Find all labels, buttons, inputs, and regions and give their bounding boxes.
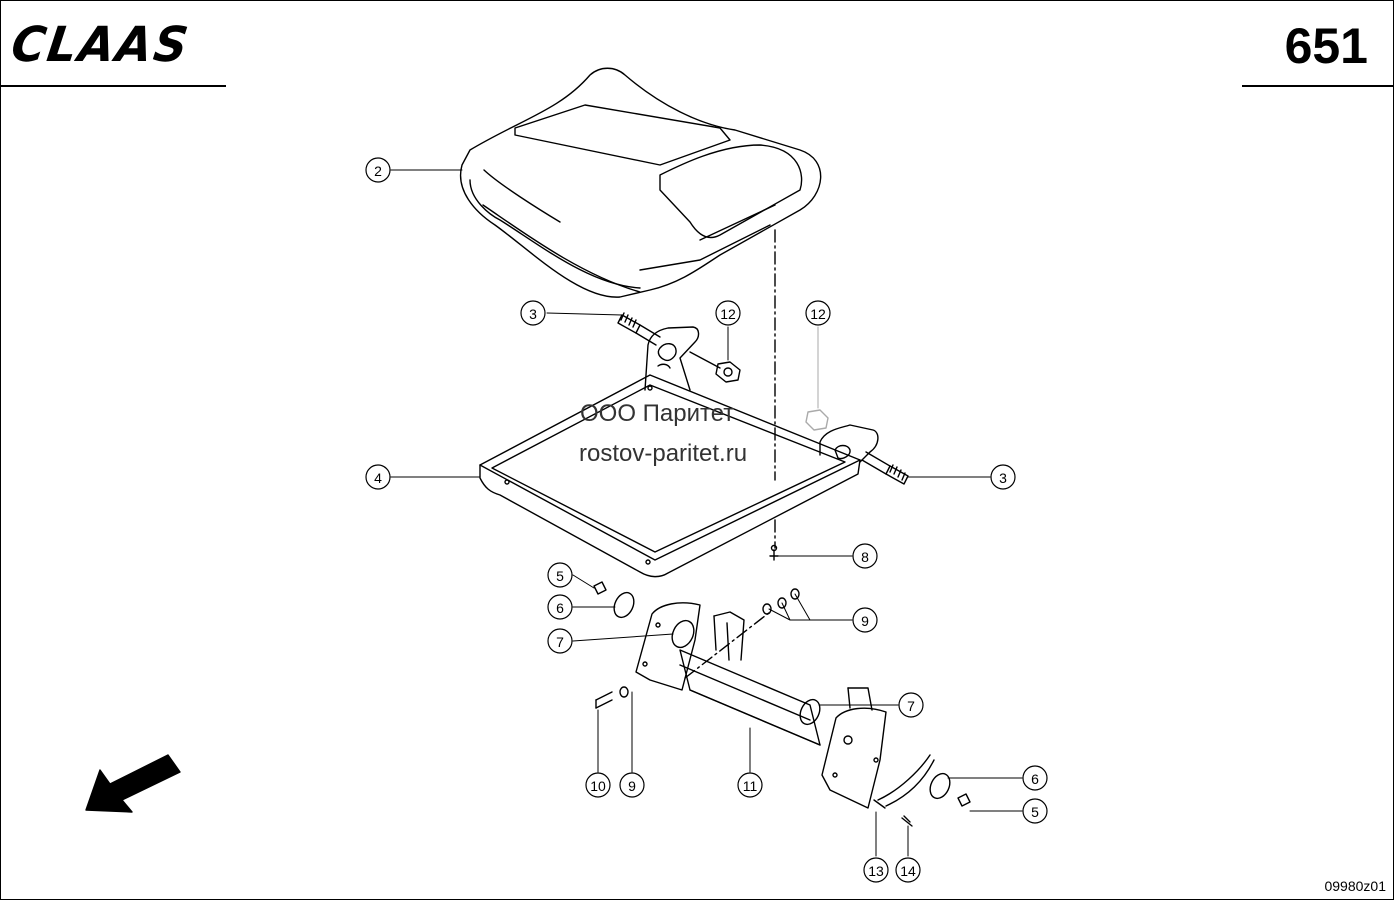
callout-circle-9a <box>852 607 878 633</box>
callout-label-10: 10 <box>590 778 606 794</box>
callout-label-4: 4 <box>374 470 382 486</box>
callout-label-6a: 6 <box>556 600 564 616</box>
nut-left <box>689 351 741 383</box>
screw <box>769 544 779 561</box>
base-bracket-right <box>821 687 887 809</box>
callout-circle-2 <box>365 157 391 183</box>
leader-lines <box>390 169 1023 857</box>
callout-label-13: 13 <box>868 863 884 879</box>
callout-circle-6a <box>547 594 573 620</box>
direction-arrow <box>85 754 181 813</box>
callout-circle-12a <box>715 300 741 326</box>
spring <box>901 815 913 827</box>
callout-label-5b: 5 <box>1031 804 1039 820</box>
seat-cushion <box>459 67 822 298</box>
screw-5-left <box>593 581 607 595</box>
bolt-10 <box>595 691 613 709</box>
lever <box>873 754 935 809</box>
callout-label-7b: 7 <box>907 698 915 714</box>
bushing-left <box>671 619 695 649</box>
callout-circle-10 <box>585 772 611 798</box>
callout-circle-9b <box>619 772 645 798</box>
bushing-right <box>799 698 821 726</box>
callout-label-3b: 3 <box>999 470 1007 486</box>
base-tube <box>679 649 821 746</box>
callout-circle-7b <box>898 692 924 718</box>
callout-label-12a: 12 <box>720 306 736 322</box>
callout-labels: 2 3 12 12 4 3 8 5 6 7 9 7 10 9 11 6 5 13… <box>374 163 1039 879</box>
callout-label-9a: 9 <box>861 613 869 629</box>
callout-label-2: 2 <box>374 163 382 179</box>
slide-bracket-left <box>644 326 700 391</box>
seat-pan <box>479 374 861 578</box>
callout-circle-11 <box>737 772 763 798</box>
watermark-company: ООО Паритет <box>580 400 735 427</box>
callout-label-11: 11 <box>743 778 758 794</box>
callout-label-8: 8 <box>861 549 869 565</box>
watermark-site: rostov-paritet.ru <box>579 440 748 467</box>
bolt-left <box>617 312 661 346</box>
callout-label-14: 14 <box>900 863 916 879</box>
screw-5-right <box>957 793 971 807</box>
callout-circles <box>365 157 1048 883</box>
washer-right <box>929 772 951 800</box>
callout-circle-8 <box>852 543 878 569</box>
callout-label-6b: 6 <box>1031 771 1039 787</box>
callout-circle-14 <box>895 857 921 883</box>
callout-circle-12b <box>805 300 831 326</box>
nut-right <box>805 409 829 431</box>
washer-left <box>613 591 635 619</box>
callout-circle-3b <box>990 464 1016 490</box>
callout-circle-7a <box>547 628 573 654</box>
callout-label-9b: 9 <box>628 778 636 794</box>
callout-label-7a: 7 <box>556 634 564 650</box>
callout-circle-3a <box>520 300 546 326</box>
callout-label-5a: 5 <box>556 568 564 584</box>
header-rule-right <box>1242 85 1394 87</box>
callout-label-12b: 12 <box>810 306 826 322</box>
callout-circle-6b <box>1022 765 1048 791</box>
callout-circle-5a <box>547 562 573 588</box>
drawing-code: 09980z01 <box>1324 878 1386 894</box>
header-rule-left <box>0 85 226 87</box>
bolt-right <box>861 451 909 485</box>
washers-9 <box>619 588 800 698</box>
slide-bracket-right <box>819 424 879 463</box>
base-bracket-left <box>635 602 745 691</box>
page-number: 651 <box>1284 18 1368 74</box>
callout-circle-13 <box>863 857 889 883</box>
callout-circle-5b <box>1022 798 1048 824</box>
callout-label-3a: 3 <box>529 306 537 322</box>
callout-circle-4 <box>365 464 391 490</box>
